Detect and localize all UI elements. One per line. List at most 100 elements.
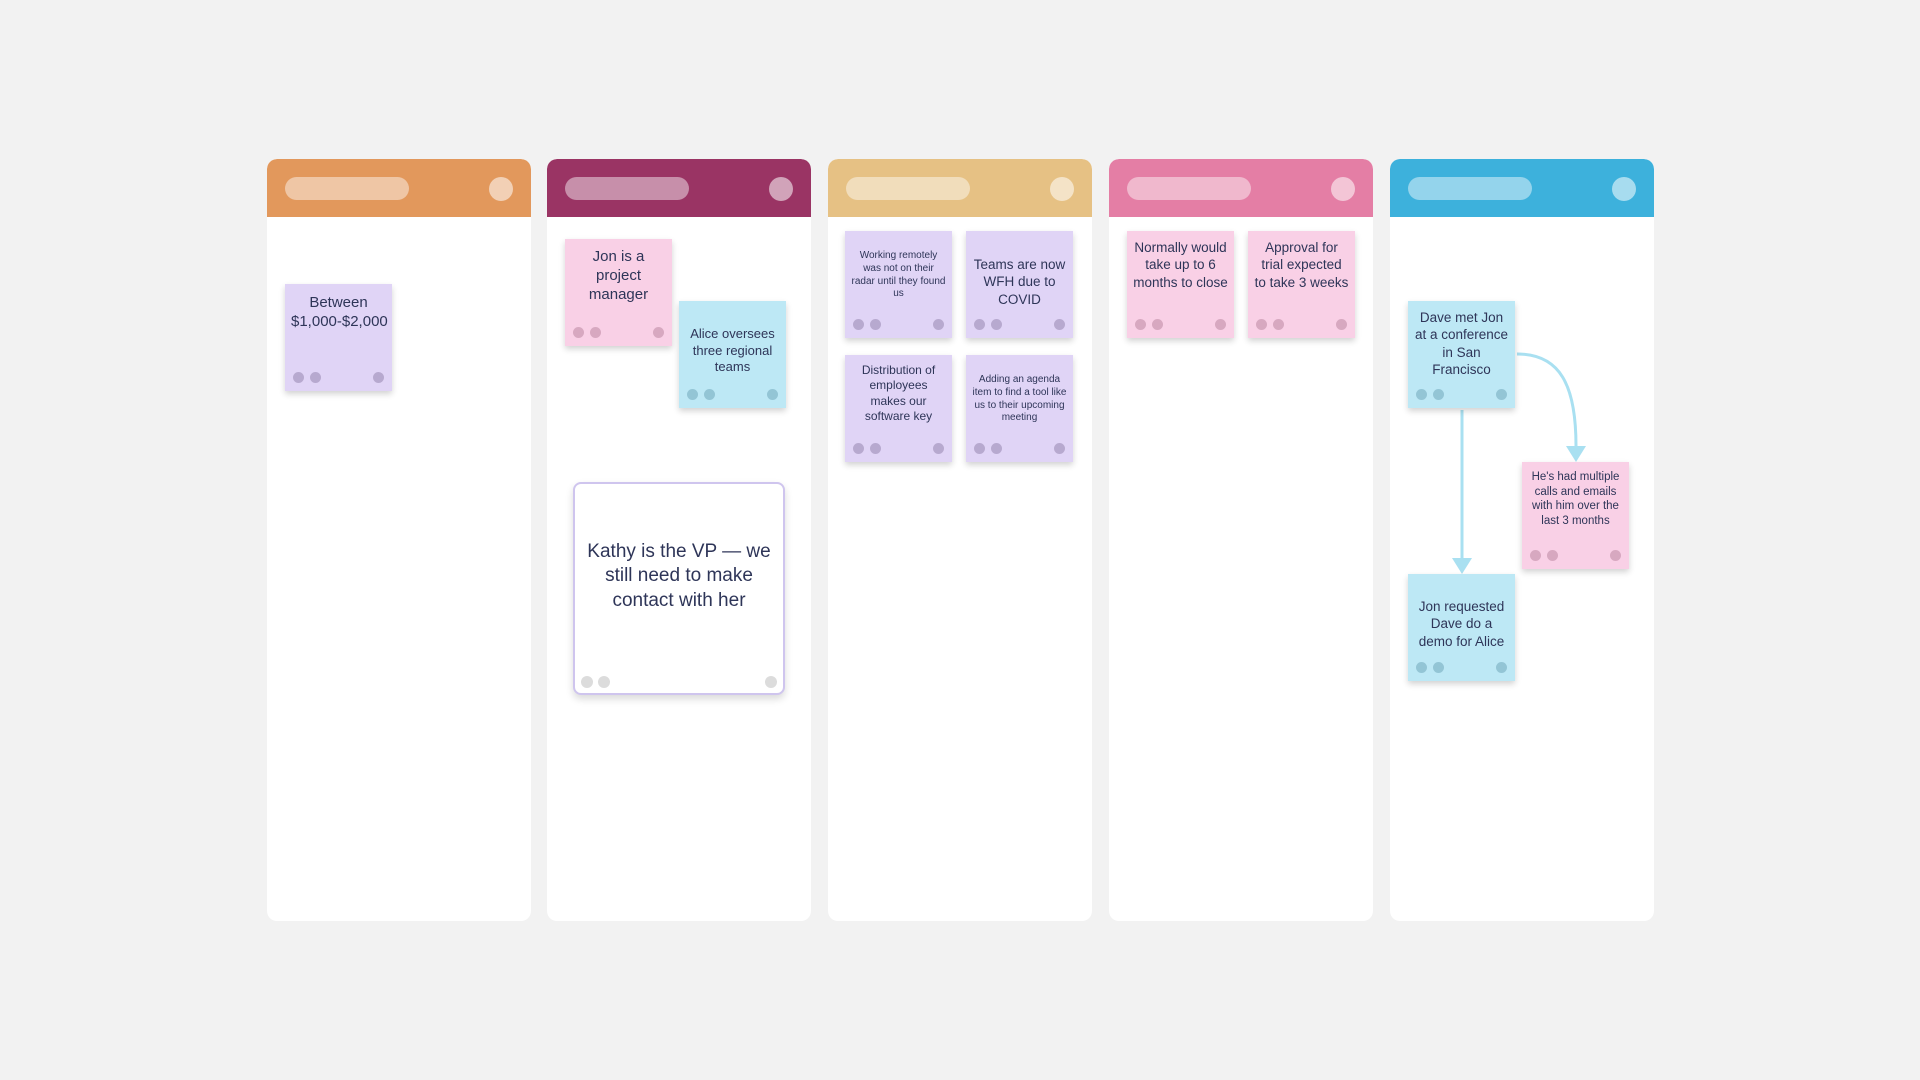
sticky-note-text: He's had multiple calls and emails with … bbox=[1531, 471, 1620, 528]
column-title-placeholder[interactable] bbox=[1408, 177, 1532, 200]
vote-dot-icon[interactable] bbox=[853, 319, 864, 330]
vote-dot-icon[interactable] bbox=[704, 389, 715, 400]
sticky-note-budget[interactable]: Between $1,000-$2,000 bbox=[285, 284, 392, 391]
sticky-note-demo[interactable]: Jon requested Dave do a demo for Alice bbox=[1408, 574, 1515, 681]
column-header[interactable] bbox=[547, 159, 811, 217]
sticky-note-six-months[interactable]: Normally would take up to 6 months to cl… bbox=[1127, 231, 1234, 338]
column-header[interactable] bbox=[267, 159, 531, 217]
column-menu-icon[interactable] bbox=[1050, 177, 1074, 201]
column-menu-icon[interactable] bbox=[1612, 177, 1636, 201]
menu-dot-icon[interactable] bbox=[1054, 319, 1065, 330]
vote-dot-icon[interactable] bbox=[991, 443, 1002, 454]
vote-dot-icon[interactable] bbox=[853, 443, 864, 454]
sticky-note-approval[interactable]: Approval for trial expected to take 3 we… bbox=[1248, 231, 1355, 338]
menu-dot-icon[interactable] bbox=[765, 676, 777, 688]
column-menu-icon[interactable] bbox=[769, 177, 793, 201]
sticky-note-footer bbox=[1135, 319, 1226, 330]
vote-dot-icon[interactable] bbox=[1256, 319, 1267, 330]
menu-dot-icon[interactable] bbox=[767, 389, 778, 400]
sticky-note-text: Kathy is the VP — we still need to make … bbox=[587, 541, 771, 611]
vote-dot-icon[interactable] bbox=[1433, 389, 1444, 400]
sticky-note-footer bbox=[293, 372, 384, 383]
sticky-note-text: Normally would take up to 6 months to cl… bbox=[1133, 240, 1228, 290]
sticky-note-wfh[interactable]: Teams are now WFH due to COVID bbox=[966, 231, 1073, 338]
arrowhead-icon bbox=[1452, 558, 1472, 574]
column-3: Working remotely was not on their radar … bbox=[828, 159, 1092, 921]
column-header[interactable] bbox=[828, 159, 1092, 217]
column-title-placeholder[interactable] bbox=[846, 177, 970, 200]
vote-dot-icon[interactable] bbox=[1152, 319, 1163, 330]
sticky-note-text: Distribution of employees makes our soft… bbox=[861, 363, 936, 424]
menu-dot-icon[interactable] bbox=[653, 327, 664, 338]
sticky-note-text: Between $1,000-$2,000 bbox=[291, 294, 388, 331]
vote-dot-icon[interactable] bbox=[581, 676, 593, 688]
menu-dot-icon[interactable] bbox=[1496, 389, 1507, 400]
menu-dot-icon[interactable] bbox=[1336, 319, 1347, 330]
sticky-note-text: Adding an agenda item to find a tool lik… bbox=[972, 374, 1067, 424]
column-menu-icon[interactable] bbox=[1331, 177, 1355, 201]
menu-dot-icon[interactable] bbox=[373, 372, 384, 383]
vote-dot-icon[interactable] bbox=[870, 319, 881, 330]
sticky-note-footer bbox=[581, 676, 777, 688]
arrowhead-icon bbox=[1566, 446, 1586, 462]
vote-dot-icon[interactable] bbox=[310, 372, 321, 383]
sticky-note-remote[interactable]: Working remotely was not on their radar … bbox=[845, 231, 952, 338]
sticky-note-text: Jon is a project manager bbox=[588, 248, 649, 304]
menu-dot-icon[interactable] bbox=[933, 319, 944, 330]
vote-dot-icon[interactable] bbox=[590, 327, 601, 338]
vote-dot-icon[interactable] bbox=[1547, 550, 1558, 561]
vote-dot-icon[interactable] bbox=[1433, 662, 1444, 673]
vote-dot-icon[interactable] bbox=[687, 389, 698, 400]
menu-dot-icon[interactable] bbox=[1054, 443, 1065, 454]
sticky-note-calls[interactable]: He's had multiple calls and emails with … bbox=[1522, 462, 1629, 569]
sticky-note-footer bbox=[974, 319, 1065, 330]
connector-arrow[interactable] bbox=[1516, 352, 1578, 447]
sticky-note-footer bbox=[1256, 319, 1347, 330]
sticky-note-text: Jon requested Dave do a demo for Alice bbox=[1418, 599, 1505, 649]
vote-dot-icon[interactable] bbox=[974, 319, 985, 330]
sticky-note-footer bbox=[1416, 662, 1507, 673]
vote-dot-icon[interactable] bbox=[1416, 389, 1427, 400]
sticky-note-text: Alice oversees three regional teams bbox=[690, 326, 775, 375]
sticky-note-alice[interactable]: Alice oversees three regional teams bbox=[679, 301, 786, 408]
column-header[interactable] bbox=[1109, 159, 1373, 217]
column-title-placeholder[interactable] bbox=[285, 177, 409, 200]
vote-dot-icon[interactable] bbox=[974, 443, 985, 454]
sticky-note-footer bbox=[1530, 550, 1621, 561]
column-4: Normally would take up to 6 months to cl… bbox=[1109, 159, 1373, 921]
vote-dot-icon[interactable] bbox=[991, 319, 1002, 330]
sticky-note-footer bbox=[687, 389, 778, 400]
menu-dot-icon[interactable] bbox=[933, 443, 944, 454]
sticky-note-agenda[interactable]: Adding an agenda item to find a tool lik… bbox=[966, 355, 1073, 462]
vote-dot-icon[interactable] bbox=[293, 372, 304, 383]
sticky-note-footer bbox=[1416, 389, 1507, 400]
sticky-note-dave-met[interactable]: Dave met Jon at a conference in San Fran… bbox=[1408, 301, 1515, 408]
sticky-note-footer bbox=[853, 443, 944, 454]
sticky-note-kathy-expanded[interactable]: Kathy is the VP — we still need to make … bbox=[573, 482, 785, 695]
menu-dot-icon[interactable] bbox=[1215, 319, 1226, 330]
column-title-placeholder[interactable] bbox=[1127, 177, 1251, 200]
column-menu-icon[interactable] bbox=[489, 177, 513, 201]
sticky-note-text: Approval for trial expected to take 3 we… bbox=[1254, 240, 1349, 290]
sticky-note-text: Working remotely was not on their radar … bbox=[851, 250, 946, 300]
column-1: Between $1,000-$2,000 bbox=[267, 159, 531, 921]
vote-dot-icon[interactable] bbox=[870, 443, 881, 454]
vote-dot-icon[interactable] bbox=[1273, 319, 1284, 330]
menu-dot-icon[interactable] bbox=[1610, 550, 1621, 561]
sticky-note-footer bbox=[974, 443, 1065, 454]
sticky-note-footer bbox=[853, 319, 944, 330]
column-header[interactable] bbox=[1390, 159, 1654, 217]
sticky-note-distribution[interactable]: Distribution of employees makes our soft… bbox=[845, 355, 952, 462]
vote-dot-icon[interactable] bbox=[573, 327, 584, 338]
sticky-note-text: Dave met Jon at a conference in San Fran… bbox=[1414, 310, 1509, 377]
vote-dot-icon[interactable] bbox=[598, 676, 610, 688]
vote-dot-icon[interactable] bbox=[1135, 319, 1146, 330]
menu-dot-icon[interactable] bbox=[1496, 662, 1507, 673]
vote-dot-icon[interactable] bbox=[1530, 550, 1541, 561]
sticky-note-text: Teams are now WFH due to COVID bbox=[973, 257, 1066, 307]
vote-dot-icon[interactable] bbox=[1416, 662, 1427, 673]
sticky-note-jon-pm[interactable]: Jon is a project manager bbox=[565, 239, 672, 346]
sticky-note-footer bbox=[573, 327, 664, 338]
column-title-placeholder[interactable] bbox=[565, 177, 689, 200]
